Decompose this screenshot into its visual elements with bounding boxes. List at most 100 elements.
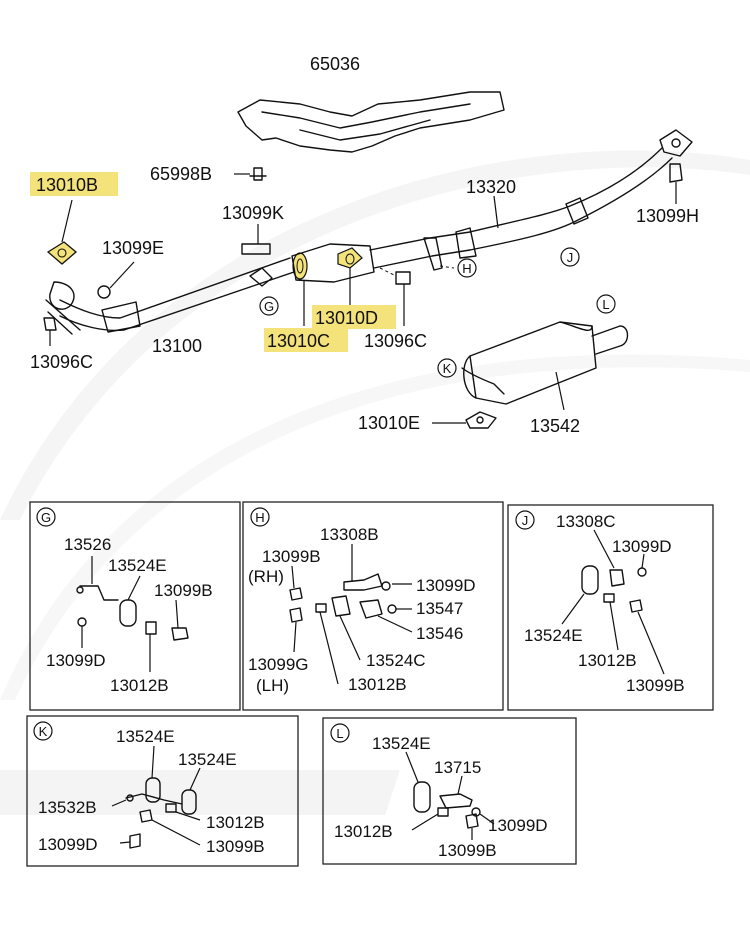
- label-13099k: 13099K: [222, 203, 284, 223]
- label-13542: 13542: [530, 416, 580, 436]
- gasket-13010b: [46, 199, 78, 265]
- gasket-13010d: [337, 247, 363, 306]
- hanger-bracket-h: [423, 237, 455, 271]
- gasket-13010d-highlight: [337, 247, 363, 269]
- gasket-13010e: [432, 411, 497, 429]
- detail-j-label-2: 13099D: [612, 537, 672, 556]
- bracket-13715: [439, 793, 473, 809]
- label-13099h: 13099H: [636, 206, 699, 226]
- detail-box-h: H 13308B 13099B (RH) 13099D 13547 13546 …: [242, 501, 504, 711]
- label-13010d: 13010D: [315, 308, 378, 328]
- hanger-13524e: [119, 599, 137, 627]
- detail-k-label-1: 13524E: [116, 727, 175, 746]
- label-65998b: 65998B: [150, 164, 212, 184]
- label-13100: 13100: [152, 336, 202, 356]
- bolt-13099k: [241, 224, 271, 255]
- bushing-13012b: [437, 807, 449, 817]
- detail-j-label-4: 13012B: [578, 651, 637, 670]
- detail-g-label-1: 13526: [64, 535, 111, 554]
- callout-h-letter: H: [462, 261, 471, 276]
- detail-l-label-5: 13099B: [438, 841, 497, 860]
- detail-h-letter: H: [255, 510, 264, 525]
- washer-13547: [387, 604, 397, 614]
- nut-13099d: [637, 567, 647, 577]
- detail-box-j: J 13308C 13099D 13524E 13012B 13099B: [507, 504, 714, 711]
- bracket-13308b: [343, 573, 383, 591]
- heat-shield-ridge-2: [299, 119, 431, 141]
- detail-k-label-5: 13099D: [38, 835, 98, 854]
- detail-h-label-5: 13547: [416, 599, 463, 618]
- bracket-13526: [79, 585, 119, 601]
- callout-l-letter: L: [602, 297, 609, 312]
- bolt-13099g-lh: [289, 607, 303, 623]
- hanger-13524e-2: [181, 789, 197, 815]
- detail-g-letter: G: [41, 510, 51, 525]
- detail-h-label-4: 13099D: [416, 576, 476, 595]
- gasket-13010b-highlight: [46, 241, 78, 265]
- detail-h-label-8: (LH): [256, 676, 289, 695]
- detail-h-label-1: 13308B: [320, 525, 379, 544]
- detail-k-label-4: 13012B: [206, 813, 265, 832]
- detail-j-label-5: 13099B: [626, 676, 685, 695]
- callout-h: H: [457, 258, 477, 278]
- detail-h-label-7: 13099G: [248, 655, 309, 674]
- detail-h-label-9: 13524C: [366, 651, 426, 670]
- detail-h-label-6: 13546: [416, 624, 463, 643]
- detail-k-label-3: 13532B: [38, 798, 97, 817]
- callout-g: G: [259, 296, 279, 316]
- callout-k-letter: K: [443, 361, 452, 376]
- bolt-13099b: [629, 599, 643, 613]
- detail-g-label-3: 13099B: [154, 581, 213, 600]
- label-13010e: 13010E: [358, 413, 420, 433]
- detail-l-label-1: 13524E: [372, 734, 431, 753]
- nut-13096c-left: [43, 317, 57, 346]
- label-13096c-left: 13096C: [30, 352, 93, 372]
- detail-box-l: L 13524E 13715 13012B 13099D 13099B: [322, 717, 577, 865]
- detail-g-label-4: 13099D: [46, 651, 106, 670]
- nut-13096c-mid: [379, 267, 411, 326]
- label-13010c: 13010C: [267, 331, 330, 351]
- label-65036: 65036: [310, 54, 360, 74]
- callout-j-letter: J: [567, 250, 574, 265]
- bushing-13012b: [315, 603, 327, 613]
- label-highlight-13010c: [264, 328, 348, 352]
- bracket-13546: [359, 599, 383, 619]
- bolt-13099h: [669, 163, 683, 204]
- hanger-13524e: [581, 565, 599, 595]
- detail-l-letter: L: [336, 726, 343, 741]
- detail-k-label-2: 13524E: [178, 750, 237, 769]
- detail-k-letter: K: [39, 724, 48, 739]
- main-pipe-13320: [455, 129, 693, 259]
- label-13320: 13320: [466, 177, 516, 197]
- bolt-13099d: [129, 833, 141, 849]
- nut-13099e: [97, 261, 135, 299]
- detail-h-label-2: 13099B: [262, 547, 321, 566]
- label-13010b: 13010B: [36, 175, 98, 195]
- bushing-13012b: [165, 803, 177, 813]
- callout-j: J: [560, 247, 580, 267]
- hanger-13524e: [413, 781, 431, 813]
- label-highlight-13010d: [312, 305, 396, 329]
- detail-l-label-4: 13099D: [488, 816, 548, 835]
- bolt-13099b: [465, 813, 479, 829]
- bracket-13532b: [125, 793, 183, 805]
- background-watermark: [0, 150, 750, 815]
- heat-shield-ridge: [261, 103, 471, 129]
- bushing-13012b: [603, 593, 615, 603]
- front-pipe-13100: [45, 257, 295, 335]
- detail-h-label-3: (RH): [248, 567, 284, 586]
- label-13099e: 13099E: [102, 238, 164, 258]
- callout-k: K: [437, 358, 457, 378]
- hanger-13524e-1: [145, 777, 161, 803]
- callout-g-letter: G: [264, 299, 274, 314]
- detail-box-k: K 13524E 13524E 13532B 13012B 13099D 130…: [26, 715, 299, 867]
- nut-13099d: [381, 581, 391, 591]
- detail-j-label-3: 13524E: [524, 626, 583, 645]
- gasket-13010c: [292, 252, 308, 326]
- bracket-13308c: [609, 569, 625, 587]
- detail-box-g: G 13526 13524E 13099B 13099D 13012B: [29, 501, 241, 711]
- detail-j-letter: J: [522, 513, 529, 528]
- detail-j-label-1: 13308C: [556, 512, 616, 531]
- center-pipe: [291, 231, 471, 283]
